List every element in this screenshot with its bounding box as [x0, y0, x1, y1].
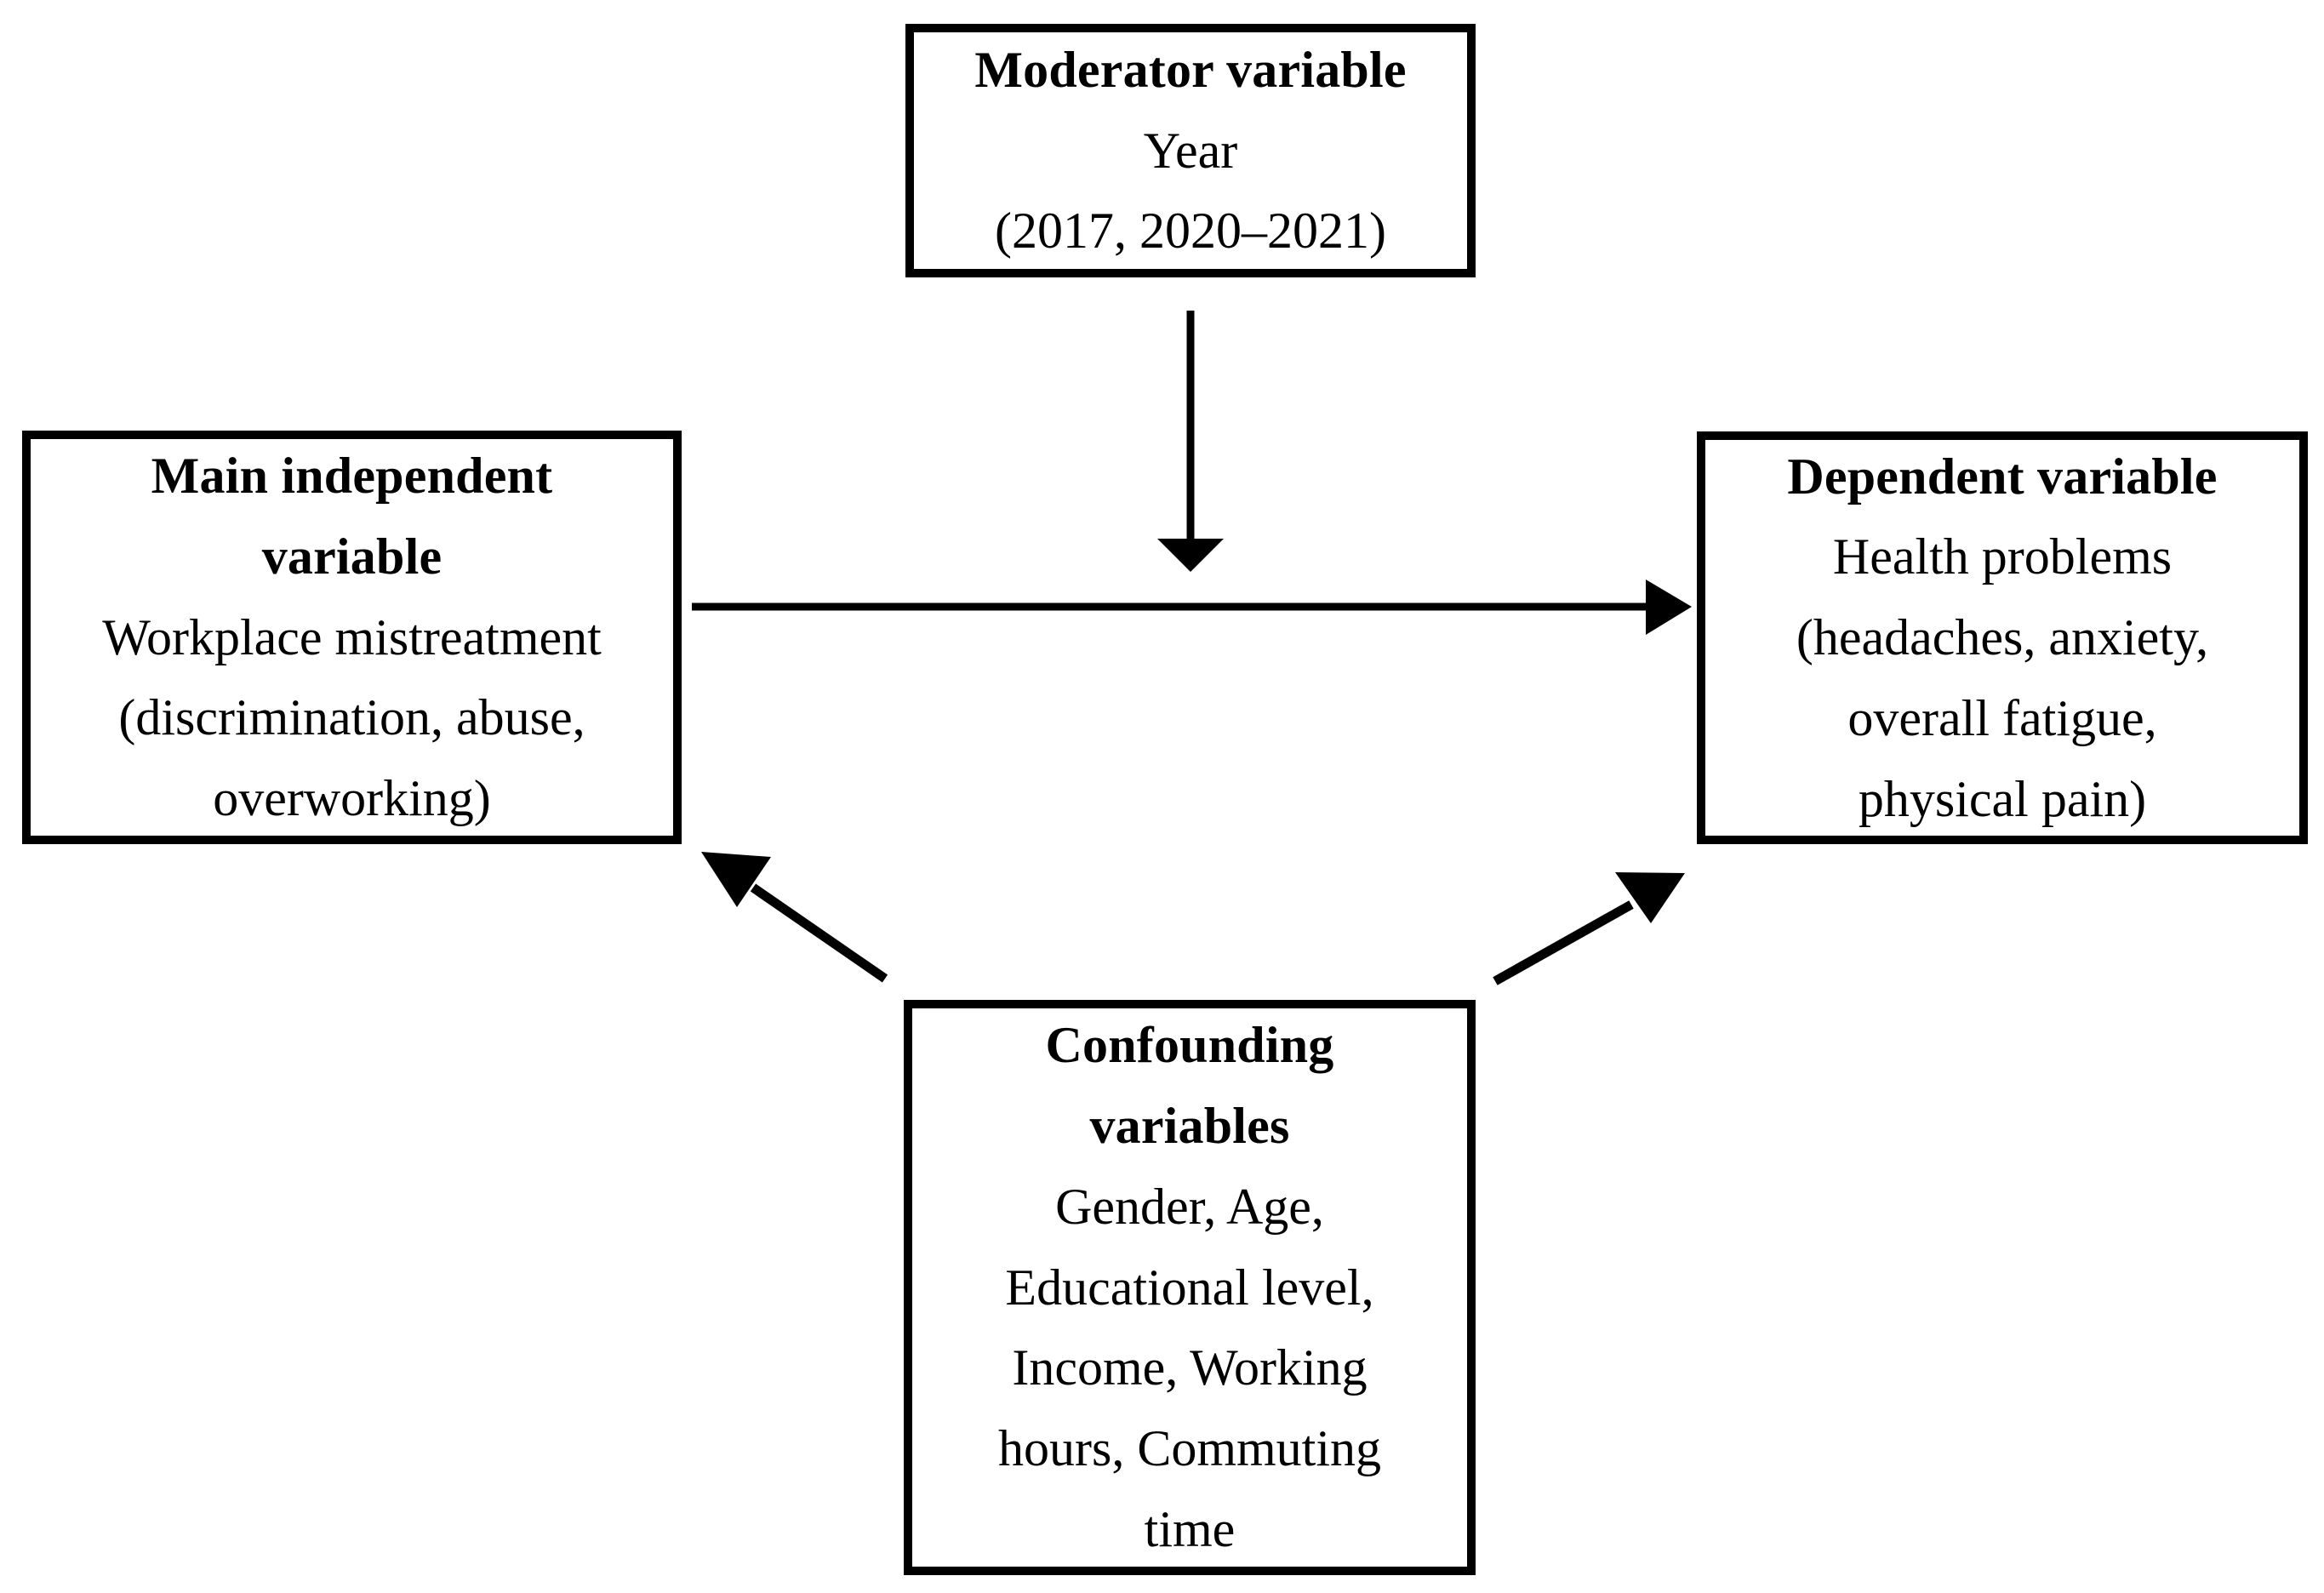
- node-main-independent-variable: Main independent variable Workplace mist…: [22, 431, 682, 844]
- independent-line-3: overworking): [213, 770, 491, 827]
- node-confounding-variables: Confounding variables Gender, Age, Educa…: [904, 1000, 1476, 1575]
- confounder-right-arrow-head: [1615, 872, 1685, 923]
- moderator-line-2: (2017, 2020–2021): [995, 203, 1386, 260]
- independent-title-line-1: Main independent: [151, 448, 553, 505]
- node-dependent-variable: Dependent variable Health problems (head…: [1697, 431, 2308, 844]
- node-moderator-variable: Moderator variable Year (2017, 2020–2021…: [905, 24, 1476, 277]
- confounding-line-4: hours, Commuting: [997, 1420, 1382, 1477]
- independent-line-1: Workplace mistreatment: [102, 608, 602, 665]
- confounder-right-arrow-shaft: [1493, 900, 1634, 985]
- confounder-left-arrow-shaft: [750, 883, 888, 983]
- edge-confounding-to-dependent: [1493, 872, 1685, 985]
- independent-title-line-2: variable: [261, 528, 443, 585]
- dependent-line-4: physical pain): [1858, 770, 2147, 827]
- edge-confounding-to-independent: [701, 852, 888, 983]
- edge-independent-to-dependent: [692, 580, 1692, 635]
- moderator-arrow-head: [1157, 539, 1224, 572]
- moderator-title: Moderator variable: [974, 41, 1407, 98]
- confounding-line-1: Gender, Age,: [1055, 1178, 1324, 1235]
- moderator-line-1: Year: [1143, 122, 1238, 179]
- confounding-line-3: Income, Working: [1012, 1339, 1368, 1396]
- confounding-title-line-2: variables: [1089, 1098, 1290, 1155]
- independent-line-2: (discrimination, abuse,: [118, 689, 585, 746]
- edge-moderator-to-main-effect: [1157, 311, 1224, 572]
- dependent-line-2: (headaches, anxiety,: [1796, 609, 2209, 666]
- dependent-line-3: overall fatigue,: [1847, 689, 2157, 746]
- dependent-title: Dependent variable: [1787, 448, 2218, 505]
- confounding-line-2: Educational level,: [1005, 1259, 1374, 1316]
- confounding-line-5: time: [1144, 1501, 1236, 1557]
- confounder-left-arrow-head: [701, 852, 771, 907]
- main-effect-arrow-head: [1646, 580, 1692, 635]
- confounding-title-line-1: Confounding: [1045, 1017, 1334, 1074]
- dependent-line-1: Health problems: [1832, 528, 2173, 585]
